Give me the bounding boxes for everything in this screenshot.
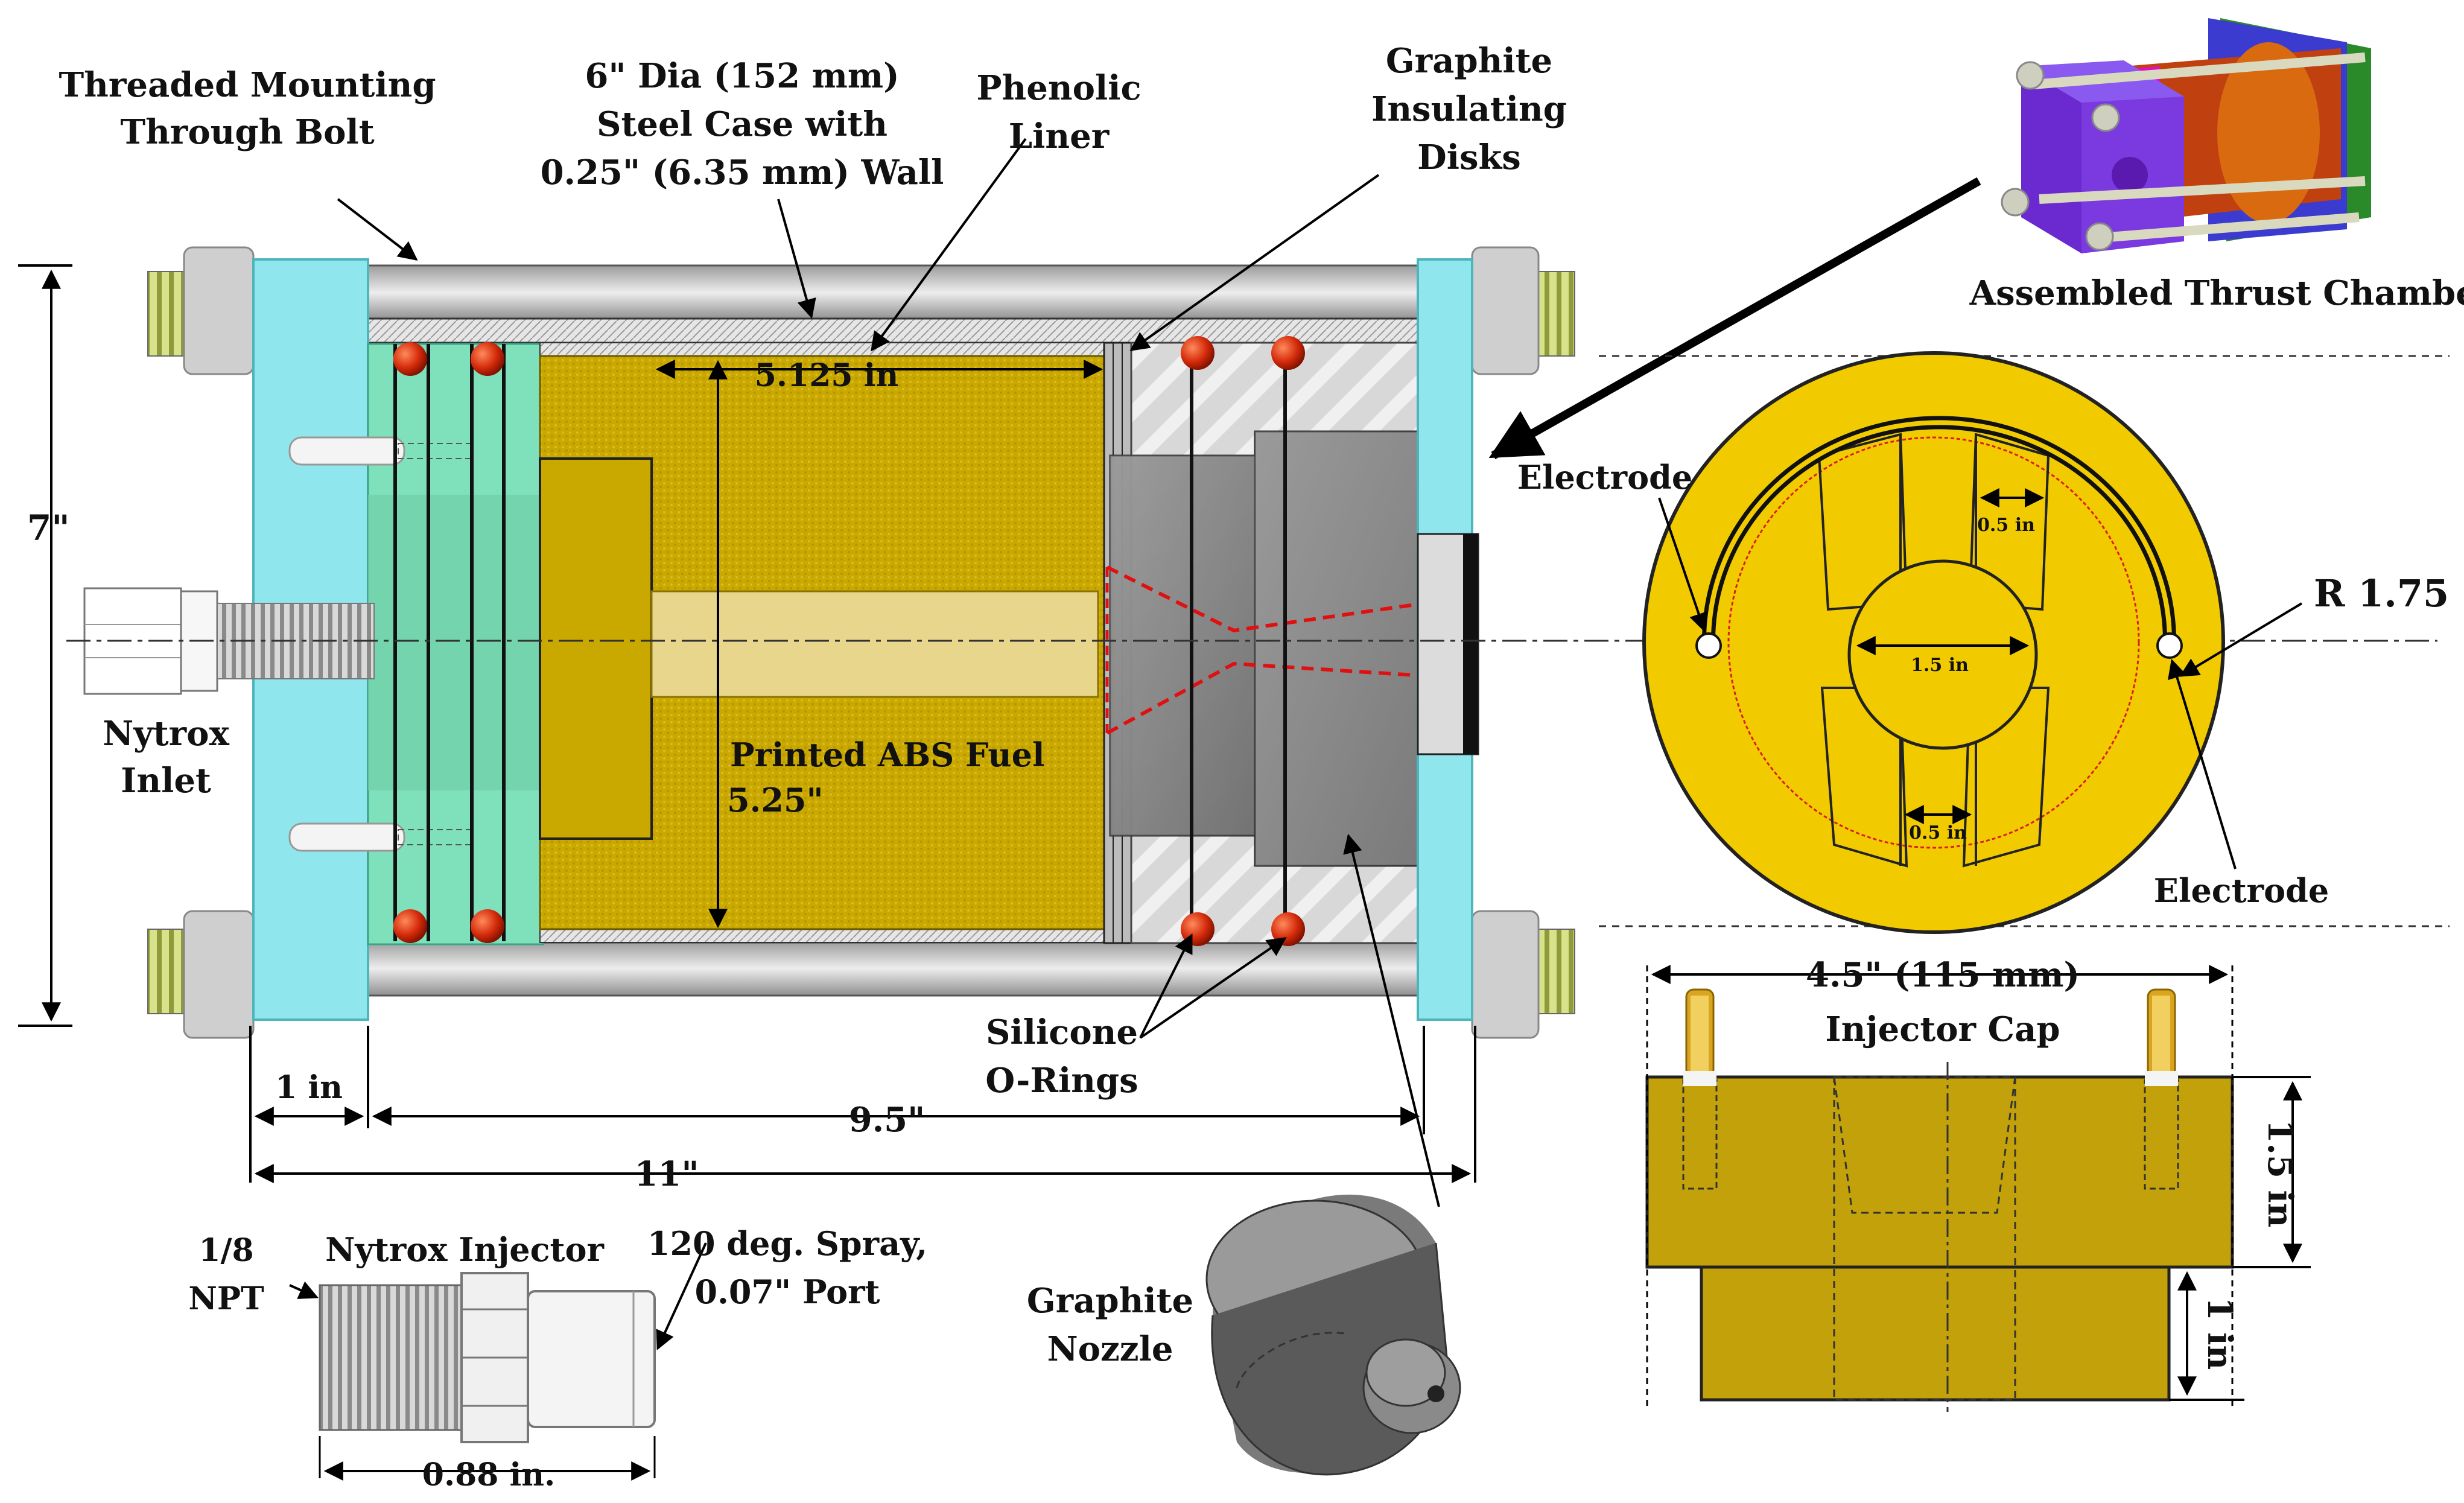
- label-electrode-left: Electrode: [1517, 458, 1692, 497]
- label-overall-length: 11": [634, 1154, 699, 1194]
- label-npt-2: NPT: [188, 1280, 264, 1317]
- bottom-through-bolt: [252, 940, 1485, 997]
- label-injector-length: 0.88 in.: [422, 1457, 555, 1493]
- label-silicone-2: O-Rings: [985, 1061, 1138, 1101]
- label-height: 7": [27, 507, 70, 548]
- nut-top-right: [1471, 246, 1540, 375]
- label-cap-thickness: 1 in: [275, 1069, 343, 1106]
- label-spray-2: 0.07" Port: [694, 1273, 880, 1311]
- label-graphite-disks-3: Disks: [1417, 138, 1521, 177]
- text-labels: Threaded Mounting Through Bolt 6" Dia (1…: [27, 41, 2464, 1493]
- o-ring-3: [393, 909, 427, 943]
- label-threaded-bolt-1: Threaded Mounting: [59, 65, 436, 105]
- cap-pin-right: [2145, 988, 2178, 1086]
- label-threaded-bolt-2: Through Bolt: [120, 112, 374, 152]
- electrode-right-hole: [2156, 632, 2183, 659]
- o-ring-5: [1181, 336, 1215, 370]
- label-graphite-disks-2: Insulating: [1371, 89, 1567, 129]
- o-ring-1: [393, 342, 427, 376]
- cross-section: [66, 246, 2437, 1039]
- label-phenolic-1: Phenolic: [976, 68, 1141, 108]
- label-slot-top: 0.5 in: [1977, 515, 2035, 536]
- graphite-nozzle-render: [1205, 1194, 1461, 1476]
- phenolic-liner-top: [539, 342, 1105, 357]
- label-nozzle-1: Graphite: [1027, 1281, 1193, 1321]
- label-electrode-right: Electrode: [2154, 871, 2329, 910]
- o-ring-4: [471, 909, 504, 943]
- label-fuel-2: 5.25": [727, 781, 824, 819]
- nut-top-left: [183, 246, 255, 375]
- label-nytrox-inlet-1: Nytrox: [103, 714, 229, 754]
- electrode-left-hole: [1695, 632, 1722, 659]
- label-boss-height: 1 in: [2200, 1297, 2240, 1370]
- label-injector-cap: Injector Cap: [1825, 1009, 2060, 1049]
- steel-case-top-wall: [367, 317, 1425, 344]
- precombustion-insert: [539, 457, 653, 840]
- bolt-thread-top-right: [1532, 271, 1575, 357]
- injector-face-end-view: [1642, 351, 2303, 934]
- leader-lines: [289, 138, 1440, 1350]
- o-ring-6: [1271, 336, 1305, 370]
- nut-bottom-right: [1471, 910, 1540, 1039]
- bolt-thread-bottom-left: [147, 929, 191, 1014]
- label-injector-title: Nytrox Injector: [325, 1230, 604, 1269]
- dimensions: [18, 264, 1476, 1183]
- label-cap-height: 1.5 in: [2260, 1120, 2300, 1228]
- label-spray-1: 120 deg. Spray,: [647, 1224, 927, 1263]
- label-graphite-disks-1: Graphite: [1386, 41, 1552, 81]
- label-fuel-length: 5.125 in: [755, 357, 899, 394]
- o-ring-7: [1181, 912, 1215, 946]
- injector-cap-side-view: [1645, 965, 2311, 1412]
- injector-cone: [368, 495, 543, 790]
- label-steel-case-3: 0.25" (6.35 mm) Wall: [541, 153, 944, 192]
- assembled-view-arrow: [1488, 177, 1981, 460]
- nytrox-injector-part: [319, 1272, 656, 1481]
- label-radius: R 1.75: [2314, 571, 2449, 615]
- label-nytrox-inlet-2: Inlet: [121, 761, 211, 801]
- label-center-dia: 1.5 in: [1911, 655, 1969, 676]
- label-silicone-1: Silicone: [986, 1012, 1138, 1052]
- label-steel-case-1: 6" Dia (152 mm): [585, 56, 899, 96]
- nut-bottom-left: [183, 910, 255, 1039]
- phenolic-liner-bottom: [539, 929, 1105, 943]
- label-fuel-1: Printed ABS Fuel: [730, 736, 1045, 774]
- label-steel-case-2: Steel Case with: [597, 104, 887, 144]
- label-assembled: Assembled Thrust Chamber: [1969, 273, 2464, 313]
- label-cap-width: 4.5" (115 mm): [1806, 955, 2080, 995]
- assembled-thrust-chamber-render: [2001, 18, 2371, 253]
- label-slot-bottom: 0.5 in: [1909, 822, 1967, 844]
- cap-pin-left: [1683, 988, 1716, 1086]
- label-nozzle-2: Nozzle: [1047, 1329, 1173, 1369]
- label-phenolic-2: Liner: [1009, 116, 1110, 156]
- o-ring-2: [471, 342, 504, 376]
- label-npt-1: 1/8: [198, 1232, 253, 1269]
- o-ring-8: [1271, 912, 1305, 946]
- top-through-bolt: [252, 264, 1485, 321]
- bolt-thread-top-left: [147, 271, 191, 357]
- label-chamber-length: 9.5": [849, 1100, 926, 1140]
